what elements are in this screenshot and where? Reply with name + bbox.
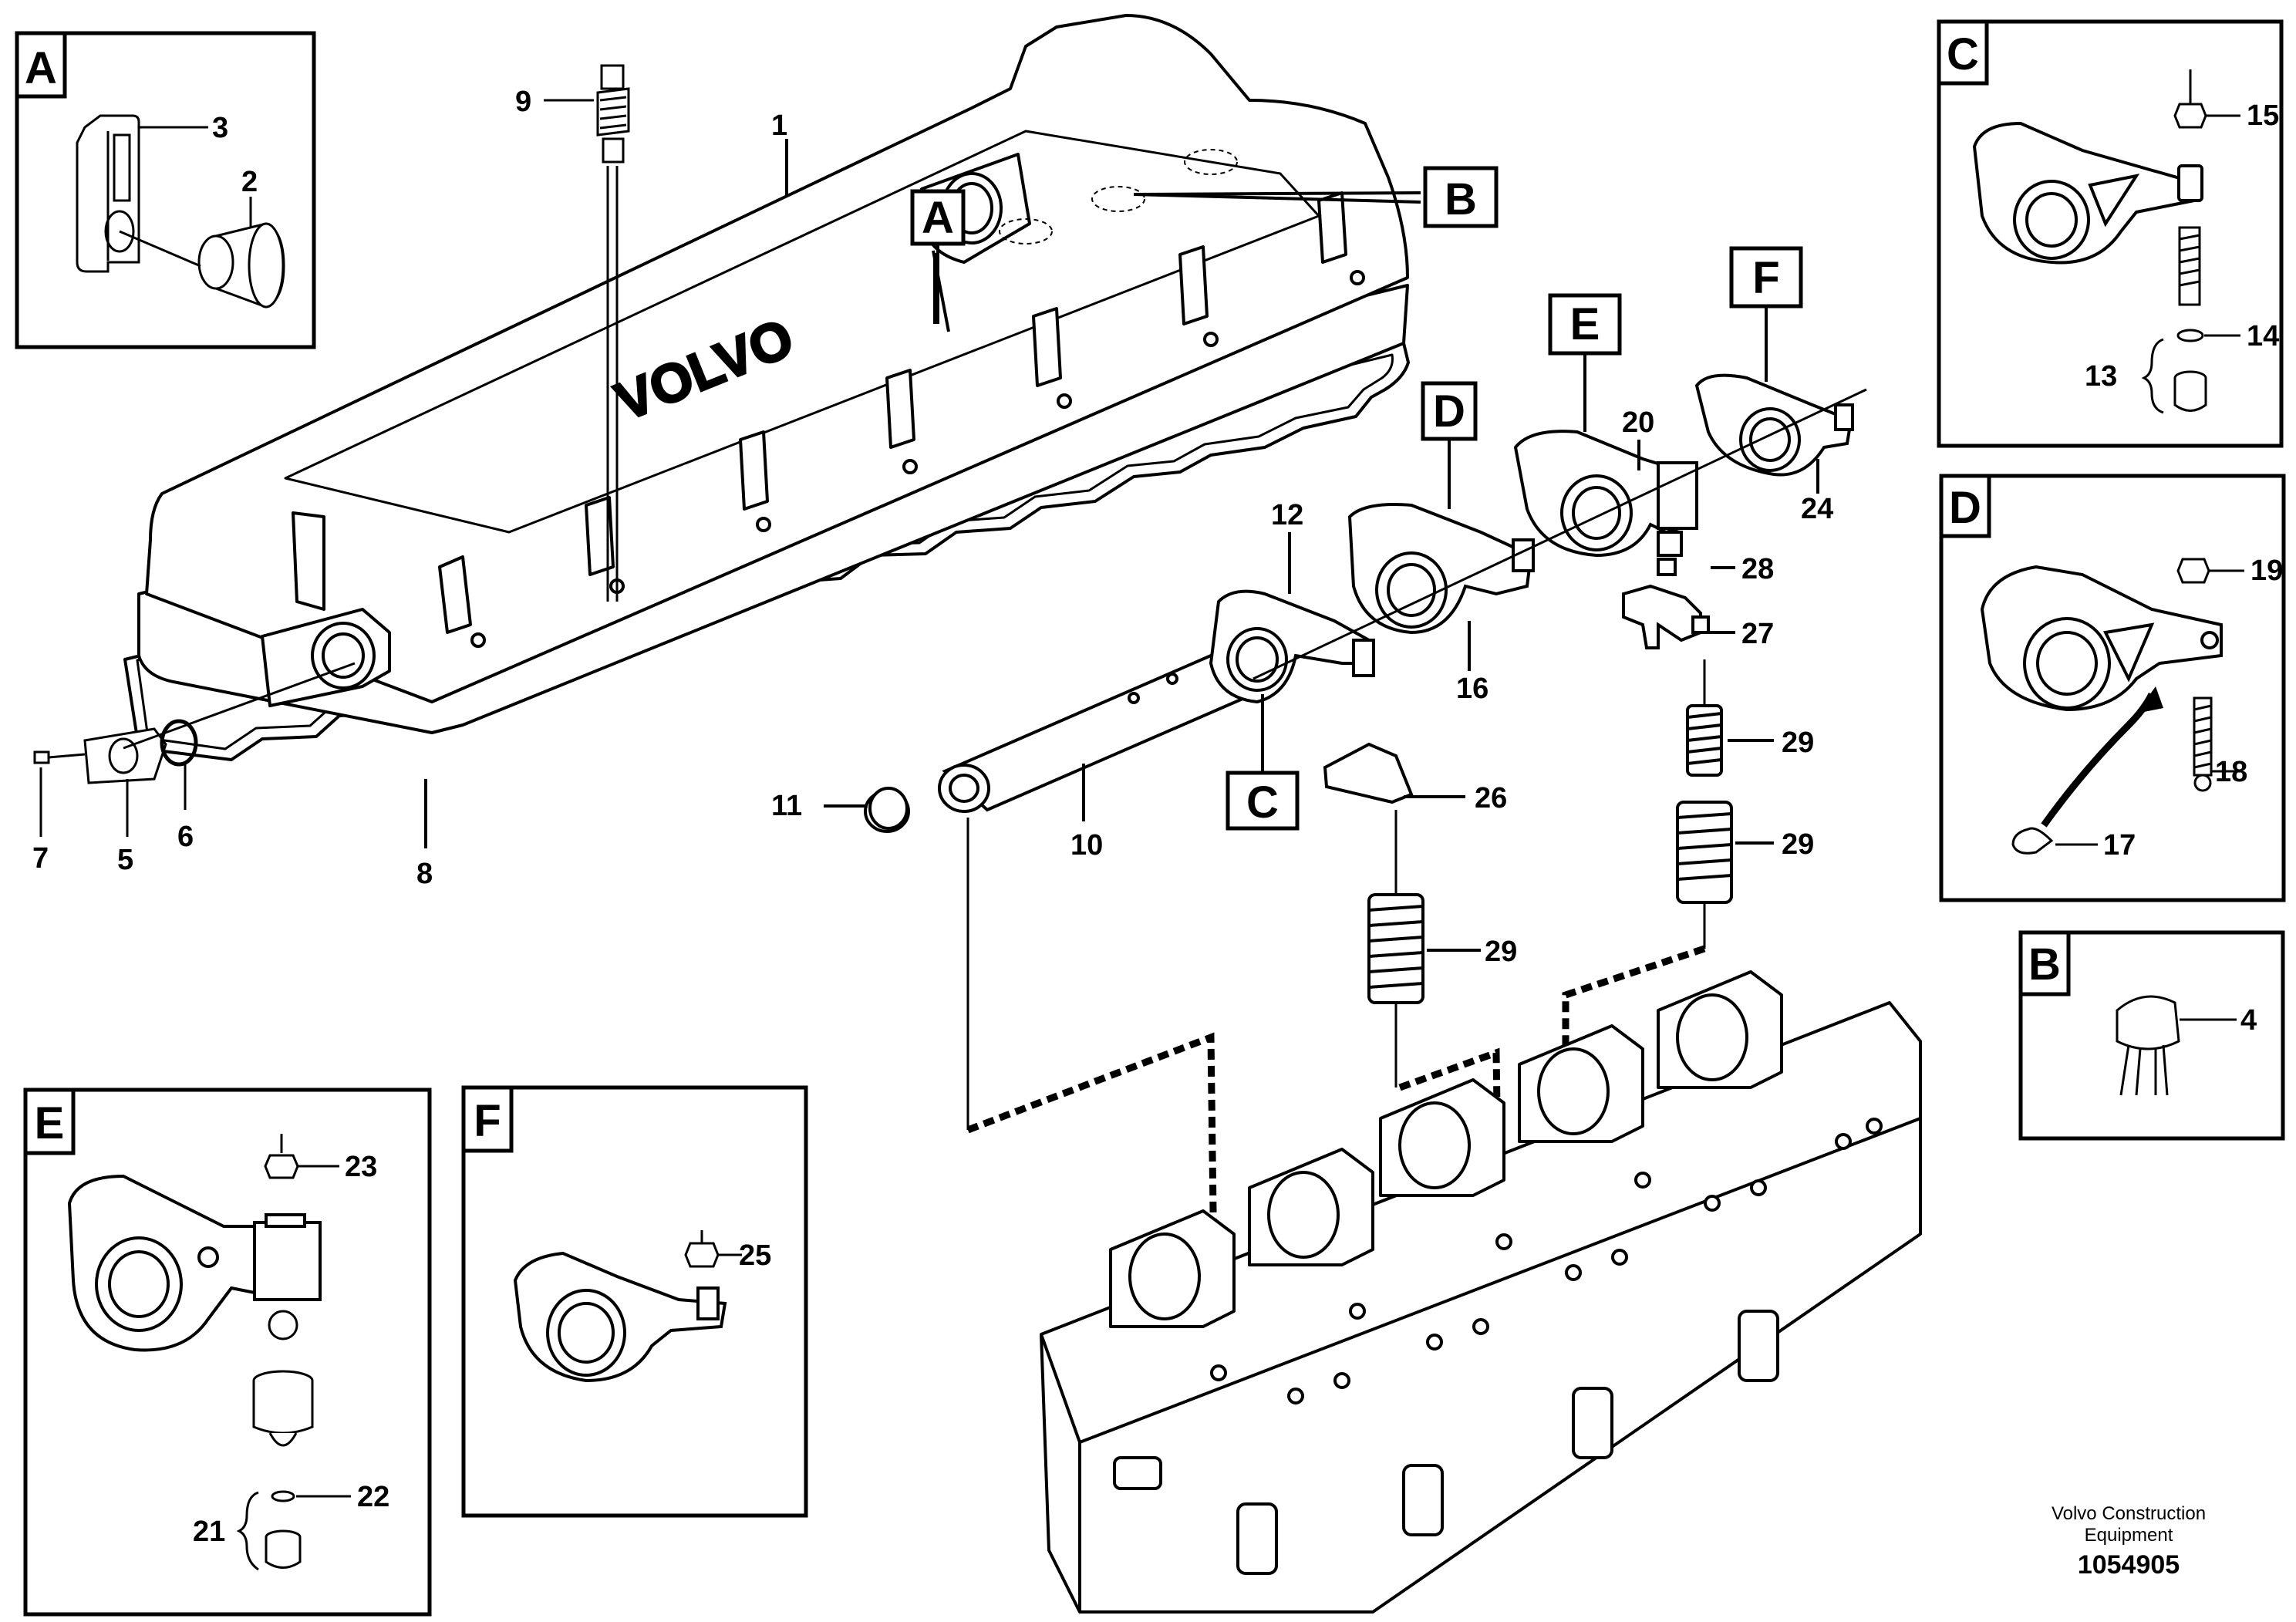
callout-box-a (910, 189, 966, 246)
footer-line-2: Equipment (2085, 1525, 2173, 1546)
part-number-18: 18 (2215, 756, 2247, 788)
spring-leader-lines (966, 659, 1706, 1130)
detail-d-parts (2011, 558, 2244, 855)
rocker-shaft-drawing (864, 653, 1256, 833)
detail-letter-b: B (2028, 939, 2061, 990)
detail-d-oil-arrow (2041, 692, 2156, 828)
part-number-29-a: 29 (1782, 727, 1814, 759)
leader-lines-detail-a (119, 126, 252, 268)
part-number-21: 21 (193, 1516, 225, 1548)
callout-box-b (1423, 166, 1499, 228)
detail-frame-d (1939, 474, 2286, 902)
valve-spring-upper (1686, 704, 1723, 777)
callout-letter-a: A (922, 193, 954, 243)
footer-line-1: Volvo Construction (2052, 1503, 2206, 1524)
part-number-4: 4 (2240, 1004, 2257, 1037)
detail-letter-f: F (474, 1096, 501, 1146)
valve-bridge-drawing (1622, 558, 1710, 649)
part-number-5: 5 (117, 844, 133, 876)
callout-letter-b: B (1445, 174, 1477, 224)
callout-box-f (1729, 246, 1803, 309)
part-number-9: 9 (515, 86, 531, 118)
detail-frame-b (2018, 930, 2285, 1141)
detail-letter-e: E (35, 1098, 65, 1148)
bushing-part-drawing (197, 222, 285, 309)
detail-frame-c (1937, 19, 2284, 448)
callout-box-e (1548, 293, 1622, 356)
part-number-29-b: 29 (1782, 828, 1814, 861)
part-number-1: 1 (771, 110, 787, 142)
detail-c-parts (2141, 69, 2240, 414)
detail-d-rocker-arm (1980, 565, 2223, 712)
callout-box-d (1421, 381, 1478, 441)
part-number-3: 3 (212, 112, 228, 144)
leader-lines-cover (424, 139, 1421, 848)
detail-b-sensor (2116, 995, 2237, 1096)
shaft-axis-line (1253, 388, 1867, 680)
detail-c-rocker-arm (1972, 121, 2203, 265)
part-number-26: 26 (1475, 782, 1507, 814)
callout-letter-f: F (1752, 253, 1779, 303)
plug-11-drawing (824, 787, 909, 830)
detail-letter-d: D (1949, 483, 1981, 533)
stud-9-drawing (544, 64, 630, 602)
detail-letter-a: A (25, 43, 57, 93)
callout-letter-c: C (1246, 777, 1279, 828)
rocker-arm-16 (1347, 503, 1535, 635)
detail-letter-c: C (1947, 29, 1979, 79)
rocker-arm-12 (1209, 589, 1375, 704)
rocker-arm-20 (1513, 430, 1698, 558)
valve-spring-right (1676, 801, 1733, 904)
detail-f-parts (684, 1230, 742, 1268)
part-number-7: 7 (32, 842, 49, 875)
part-number-10: 10 (1070, 829, 1103, 862)
part-number-8: 8 (416, 858, 433, 890)
part-number-16: 16 (1456, 673, 1489, 705)
cylinder-head-drawing (1040, 970, 1922, 1614)
callout-letter-d: D (1433, 386, 1465, 437)
detail-frame-e (23, 1088, 432, 1617)
part-number-24: 24 (1801, 493, 1833, 525)
part-number-6: 6 (177, 821, 194, 853)
detail-d-arrowhead (2136, 686, 2163, 713)
flange-parts-drawing (33, 662, 356, 837)
part-number-2: 2 (241, 166, 258, 198)
part-number-22: 22 (357, 1481, 389, 1513)
part-number-14: 14 (2247, 320, 2279, 352)
part-number-11: 11 (771, 790, 802, 822)
part-number-23: 23 (345, 1151, 377, 1183)
valve-cover-drawing (123, 14, 1410, 761)
detail-e-rocker-arm (67, 1174, 322, 1352)
detail-frame-a (15, 31, 316, 349)
part-number-17: 17 (2103, 829, 2136, 862)
part-number-13: 13 (2085, 360, 2117, 393)
detail-frame-f (461, 1085, 808, 1518)
part-number-12: 12 (1271, 499, 1303, 531)
callout-letter-e: E (1570, 299, 1600, 349)
part-number-20: 20 (1622, 406, 1654, 439)
part-number-27: 27 (1741, 618, 1774, 650)
part-number-29-c: 29 (1485, 936, 1517, 968)
part-number-28: 28 (1741, 553, 1774, 585)
detail-f-rocker-arm (513, 1251, 727, 1383)
part-number-19: 19 (2250, 555, 2283, 587)
valve-spring-center (1367, 893, 1424, 1004)
footer-code: 1054905 (2078, 1550, 2180, 1580)
clip-part-drawing (76, 114, 140, 273)
part-number-15: 15 (2247, 99, 2279, 132)
sensor-hole-markers (999, 149, 1238, 244)
spring-guide-26 (1323, 742, 1414, 804)
rocker-arm-24 (1694, 373, 1854, 477)
part-number-25: 25 (739, 1239, 771, 1272)
detail-e-parts (236, 1134, 351, 1571)
callout-box-c (1226, 771, 1300, 831)
